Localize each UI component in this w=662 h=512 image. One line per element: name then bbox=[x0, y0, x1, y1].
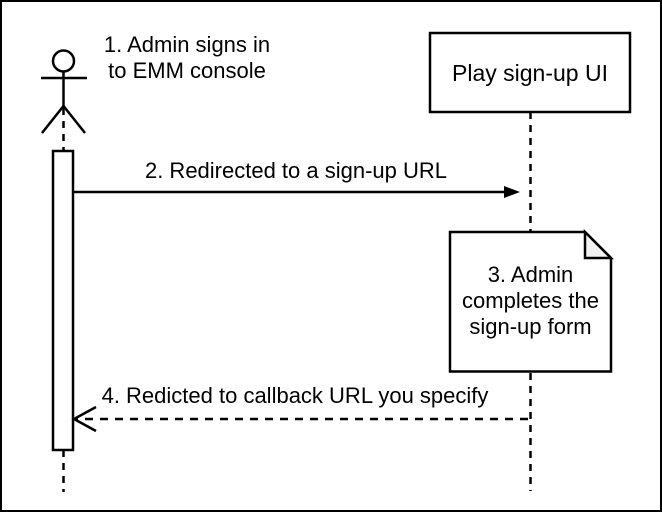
activation-bar bbox=[51, 149, 75, 452]
note-label: 3. Admin completes the sign-up form bbox=[462, 261, 599, 339]
participant-label: Play sign-up UI bbox=[452, 59, 608, 86]
message-2-arrow bbox=[73, 186, 520, 198]
actor-legs bbox=[41, 103, 86, 134]
message-2-arrowhead-icon bbox=[504, 186, 520, 198]
note-folded-corner-icon bbox=[583, 228, 615, 260]
participant-box bbox=[428, 31, 632, 114]
actor-head bbox=[51, 49, 76, 73]
actor-stick-figure-icon bbox=[41, 49, 87, 134]
message-2-label: 2. Redirected to a sign-up URL bbox=[144, 158, 448, 183]
message-4-arrow bbox=[71, 405, 528, 433]
message-4-label: 4. Redicted to callback URL you specify bbox=[101, 383, 489, 408]
message-4-open-arrowhead-icon bbox=[71, 405, 97, 433]
note-body bbox=[448, 230, 613, 373]
note-shape bbox=[448, 228, 615, 373]
actor-annotation-label: 1. Admin signs in to EMM console bbox=[103, 32, 271, 83]
